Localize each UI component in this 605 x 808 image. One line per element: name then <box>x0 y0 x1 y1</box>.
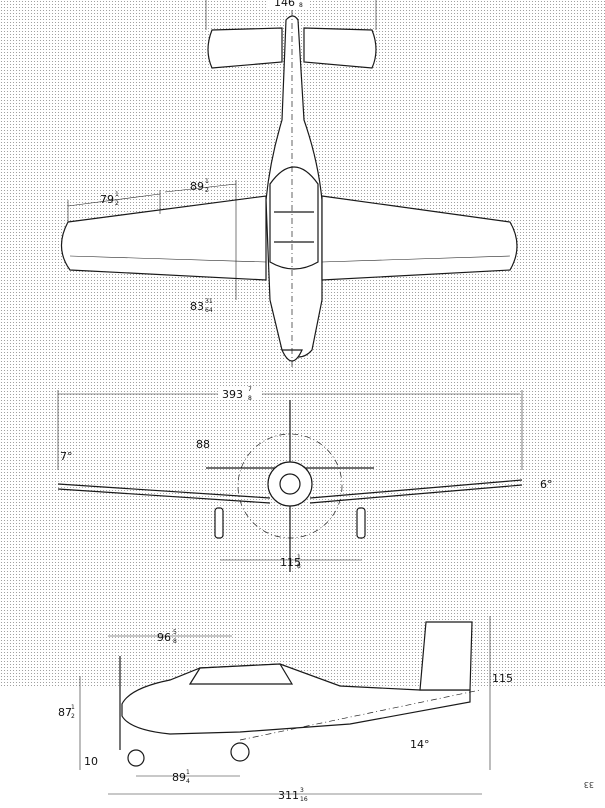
wing-span-num: 7 <box>248 386 252 393</box>
dihedral-label: 6° <box>540 478 553 491</box>
outer-wing-num: 1 <box>115 191 119 198</box>
main-wheel <box>230 742 250 762</box>
side-view: 96 5 8 87 1 2 10 115 14° 89 1 4 311 3 16 <box>58 616 513 803</box>
inner-wing-num: 1 <box>205 178 209 185</box>
cowl-front <box>267 461 313 507</box>
main-wing-top <box>60 195 267 281</box>
nose-wheel <box>127 749 145 767</box>
inner-wing-dim: 89 <box>190 180 204 193</box>
tail-span-label: 146 <box>274 0 295 9</box>
nose-spinner-top <box>281 349 303 362</box>
front-view: 393 7 8 88 7° 6° 115 1 8 <box>57 386 553 572</box>
canopy-top <box>269 166 319 270</box>
fuselage-offset-num: 31 <box>205 298 213 305</box>
prop-height-num: 1 <box>71 704 75 711</box>
wheelbase-den: 4 <box>186 778 190 785</box>
main-wing-top-right <box>321 195 518 281</box>
nose-to-wing-dim: 96 <box>157 631 171 644</box>
wing-span-dim: 393 <box>222 388 243 401</box>
wheelbase-dim: 89 <box>172 771 186 784</box>
overall-length-den: 16 <box>300 796 308 803</box>
wheelbase-num: 1 <box>186 769 190 776</box>
canopy-side <box>188 663 294 685</box>
prop-diameter-label: 88 <box>196 438 210 451</box>
right-gear <box>356 507 366 539</box>
horizontal-stabilizer <box>207 27 283 69</box>
ground-clear-dim: 10 <box>84 755 98 768</box>
outer-wing-den: 2 <box>115 200 119 207</box>
prop-height-den: 2 <box>71 713 75 720</box>
tail-span-den: 8 <box>299 2 303 9</box>
outer-wing-dim: 79 <box>100 193 114 206</box>
track-den: 8 <box>297 563 301 570</box>
top-view: 146 8 79 1 2 89 1 2 83 31 64 <box>60 0 518 372</box>
left-angle-label: 7° <box>60 450 73 463</box>
vertical-tail <box>419 621 473 691</box>
prop-height-dim: 87 <box>58 706 72 719</box>
track-dim: 115 <box>280 556 301 569</box>
inner-wing-den: 2 <box>205 187 209 194</box>
tail-angle-dim: 14° <box>410 738 430 751</box>
wing-front <box>57 479 523 499</box>
horizontal-stabilizer-right <box>303 27 377 69</box>
fuselage-offset-den: 64 <box>205 307 213 314</box>
overall-length-dim: 311 <box>278 789 299 802</box>
page-number: 33 <box>584 780 594 789</box>
overall-length-num: 3 <box>300 787 304 794</box>
wing-span-den: 8 <box>248 395 252 402</box>
track-num: 1 <box>297 554 301 561</box>
height-total-dim: 115 <box>492 672 513 685</box>
nose-to-wing-den: 8 <box>173 638 177 645</box>
fuselage-offset-dim: 83 <box>190 300 204 313</box>
nose-to-wing-num: 5 <box>173 629 177 636</box>
left-gear <box>214 507 224 539</box>
